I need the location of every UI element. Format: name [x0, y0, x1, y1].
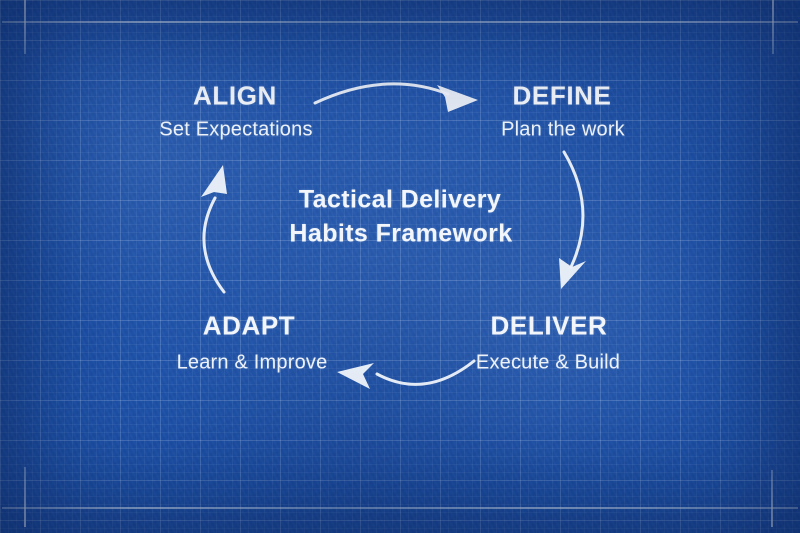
frame-line-top	[2, 21, 798, 23]
frame-tick-top-right	[772, 0, 774, 54]
node-define-label: DEFINE	[512, 80, 612, 111]
frame-line-bottom	[2, 507, 798, 509]
frame-tick-bottom-right	[771, 470, 773, 527]
arrow-adapt-to-align	[201, 165, 227, 294]
node-define-sublabel: Plan the work	[501, 118, 625, 141]
node-align-sublabel: Set Expectations	[159, 118, 313, 141]
node-deliver-label: DELIVER	[490, 310, 608, 341]
node-align-label: ALIGN	[193, 80, 277, 111]
center-title-line1: Tactical Delivery	[298, 185, 502, 214]
frame-tick-bottom-left	[24, 467, 26, 527]
frame-tick-top-left	[24, 0, 26, 54]
node-adapt-label: ADAPT	[202, 310, 296, 341]
arrow-define-to-deliver	[559, 150, 586, 289]
node-deliver-sublabel: Execute & Build	[475, 351, 621, 374]
arrow-deliver-to-adapt	[337, 359, 476, 389]
node-adapt-sublabel: Learn & Improve	[176, 351, 328, 374]
arrow-align-to-define	[313, 82, 478, 112]
center-title-line2: Habits Framework	[289, 219, 513, 248]
